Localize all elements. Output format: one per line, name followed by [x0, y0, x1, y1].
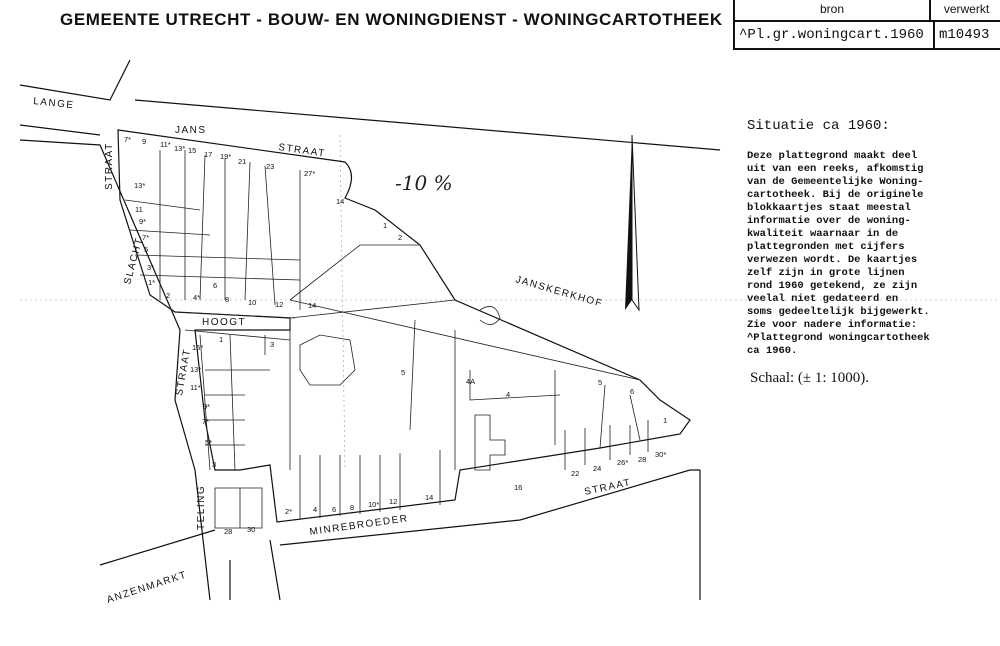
house-number: 4A: [466, 377, 475, 386]
house-number: 2: [166, 291, 170, 300]
col-processed-header: verwerkt: [943, 2, 990, 16]
house-number: 15*: [192, 343, 203, 352]
source-table: bron verwerkt ^Pl.gr.woningcart.1960 m10…: [733, 0, 1000, 50]
street-label-jans: JANS: [175, 125, 207, 136]
house-number: 5*: [205, 438, 212, 447]
house-number: 2: [398, 233, 402, 242]
source-table-row: ^Pl.gr.woningcart.1960 m10493: [735, 22, 1000, 48]
house-number: 22: [571, 469, 579, 478]
description-panel: Situatie ca 1960: Deze plattegrond maakt…: [747, 118, 987, 387]
house-number: 14: [425, 493, 433, 502]
house-number: 9*: [203, 402, 210, 411]
street-label-slacht: SLACHT: [122, 236, 145, 286]
house-number: 3*: [147, 263, 154, 272]
street-label-ganzenmarkt: ANZENMARKT: [106, 569, 189, 605]
house-number: 8: [225, 295, 229, 304]
house-number: 24: [593, 464, 601, 473]
building-blocks: [117, 129, 691, 529]
house-number: 19*: [220, 152, 231, 161]
north-arrow-icon: [625, 134, 640, 312]
house-number: 21: [238, 157, 246, 166]
house-number: 7*: [142, 233, 149, 242]
house-number: 6: [630, 387, 634, 396]
description-body: Deze plattegrond maakt deel uit van een …: [747, 150, 930, 357]
page-title: GEMEENTE UTRECHT - BOUW- EN WONINGDIENST…: [60, 10, 723, 29]
house-number: 11*: [190, 383, 201, 392]
house-number: 10: [248, 298, 256, 307]
house-number: 1: [663, 416, 667, 425]
handwritten-note: -10 %: [395, 171, 453, 195]
house-number: 9: [142, 137, 146, 146]
col-source-header: bron: [735, 0, 931, 20]
house-number: 12: [275, 300, 283, 309]
house-number: 12: [389, 497, 397, 506]
house-number: 28: [638, 455, 646, 464]
house-number: 11: [135, 205, 143, 214]
house-number: 13*: [174, 144, 185, 153]
house-number: 1*: [148, 278, 155, 287]
house-number: 28: [224, 527, 232, 536]
house-number: 1: [383, 221, 387, 230]
house-number: 16: [514, 483, 522, 492]
street-label-jansstraat: STRAAT: [278, 142, 327, 160]
house-number: 11*: [160, 140, 171, 149]
house-number: 10*: [368, 500, 379, 509]
street-label-janskerkhof: JANSKERKHOF: [514, 274, 604, 309]
house-number: 4: [506, 390, 510, 399]
house-number: 6: [213, 281, 217, 290]
house-number: 2*: [285, 507, 292, 516]
house-number: 30: [247, 525, 255, 534]
house-number: 14: [336, 197, 344, 206]
street-label-lange: LANGE: [33, 96, 75, 111]
source-table-header: bron verwerkt: [735, 0, 1000, 22]
street-label-slachtstraat: STRAAT: [104, 142, 115, 190]
house-number: 14: [308, 301, 316, 310]
house-number: 26*: [617, 458, 628, 467]
house-number: 6: [332, 505, 336, 514]
house-number: 5: [401, 368, 405, 377]
house-number: 8: [350, 503, 354, 512]
house-number: 9*: [139, 217, 146, 226]
house-number: 30*: [655, 450, 666, 459]
street-label-hoogt: HOOGT: [202, 317, 246, 328]
house-number: 5: [144, 245, 148, 254]
house-number: 17: [204, 150, 212, 159]
street-edges: [19, 59, 1000, 601]
scale-label: Schaal: (± 1: 1000).: [750, 370, 870, 386]
house-number: 3: [270, 340, 274, 349]
house-number: 27*: [304, 169, 315, 178]
house-number: 4*: [193, 293, 200, 302]
house-number: 4: [313, 505, 317, 514]
house-number: 3: [212, 460, 216, 469]
source-value: ^Pl.gr.woningcart.1960: [735, 22, 935, 48]
house-number: 15: [188, 146, 196, 155]
house-number: 13*: [190, 365, 201, 374]
house-number: 13*: [134, 181, 145, 190]
house-number: 5: [598, 378, 602, 387]
description-heading: Situatie ca 1960:: [747, 118, 890, 134]
street-label-teling: TELING: [196, 485, 207, 530]
street-label-minrebroeder: MINREBROEDER: [309, 513, 409, 538]
house-number: 7*: [124, 135, 131, 144]
house-number: 23: [266, 162, 274, 171]
street-label-minrebroederstraat: STRAAT: [583, 477, 632, 498]
house-number: 7*: [202, 417, 209, 426]
processed-value: m10493: [939, 27, 990, 43]
house-number: 1: [219, 335, 223, 344]
